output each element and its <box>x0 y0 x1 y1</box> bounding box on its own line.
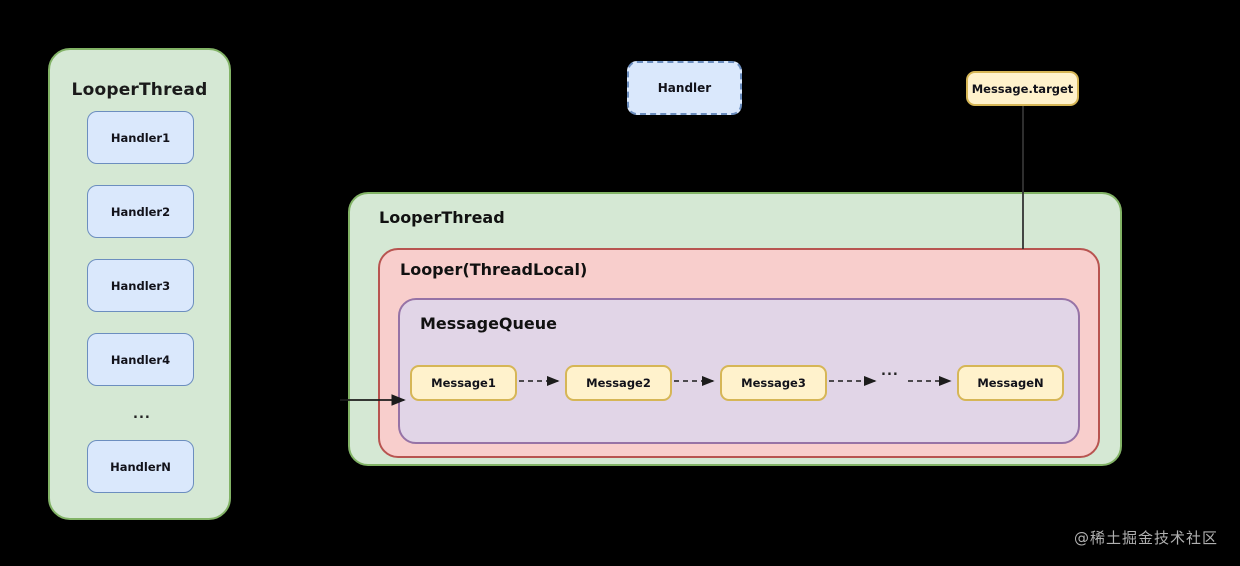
message-chip-3[interactable]: Message3 <box>720 365 827 401</box>
message-chip-2[interactable]: Message2 <box>565 365 672 401</box>
handler-chip-label: Handler1 <box>110 130 171 145</box>
handler-chip-4[interactable]: Handler4 <box>87 333 194 386</box>
handler-chip-1[interactable]: Handler1 <box>87 111 194 164</box>
handler-chip-3[interactable]: Handler3 <box>87 259 194 312</box>
looper-threadlocal-label: Looper(ThreadLocal) <box>400 260 588 279</box>
handler-chip-n[interactable]: HandlerN <box>87 440 194 493</box>
message-target-label: Message.target <box>971 81 1074 96</box>
message-queue-container: MessageQueue Message1 Message2 Message3 … <box>398 298 1080 444</box>
handler-chip-label: Handler4 <box>110 352 171 367</box>
handler-chip-label: Handler3 <box>110 278 171 293</box>
main-looper-thread-label: LooperThread <box>379 208 505 227</box>
handler-chip-label: Handler2 <box>110 204 171 219</box>
message-chip-1[interactable]: Message1 <box>410 365 517 401</box>
message-target-node[interactable]: Message.target <box>966 71 1079 106</box>
message-chip-n[interactable]: MessageN <box>957 365 1064 401</box>
handler-node-label: Handler <box>657 81 712 95</box>
message-chip-label: Message1 <box>431 376 496 390</box>
handler-chip-label: HandlerN <box>110 459 171 474</box>
message-chip-label: MessageN <box>977 376 1044 390</box>
handler-node[interactable]: Handler <box>627 61 742 115</box>
handler-chip-2[interactable]: Handler2 <box>87 185 194 238</box>
left-looper-thread-panel: LooperThread Handler1 Handler2 Handler3 … <box>48 48 231 520</box>
message-chip-label: Message3 <box>741 376 806 390</box>
handler-list-ellipsis: ... <box>133 407 151 422</box>
left-panel-title: LooperThread <box>71 80 208 100</box>
message-chip-label: Message2 <box>586 376 651 390</box>
watermark: @稀土掘金技术社区 <box>1073 529 1218 547</box>
message-queue-ellipsis: ... <box>881 364 899 379</box>
message-queue-label: MessageQueue <box>420 314 558 333</box>
